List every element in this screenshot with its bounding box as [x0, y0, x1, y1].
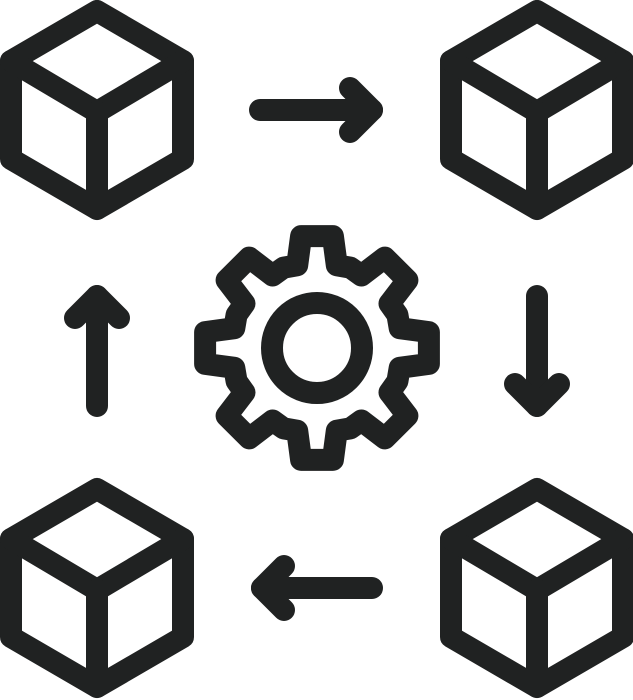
cube-top-right	[440, 0, 633, 220]
arrow-right-icon	[249, 77, 383, 143]
arrow-head	[339, 77, 383, 143]
gear-icon	[194, 225, 440, 471]
arrow-down-icon	[504, 285, 570, 417]
arrow-head	[251, 555, 295, 621]
gear-hub	[261, 292, 373, 404]
gear-outline	[194, 225, 440, 471]
cube-bottom-left	[0, 478, 194, 698]
cube-bottom-right	[440, 478, 633, 698]
arrow-up-icon	[64, 285, 130, 417]
arrow-left-icon	[251, 555, 383, 621]
cube-top-left	[0, 0, 194, 220]
arrow-head	[64, 285, 130, 329]
arrow-head	[504, 373, 570, 417]
